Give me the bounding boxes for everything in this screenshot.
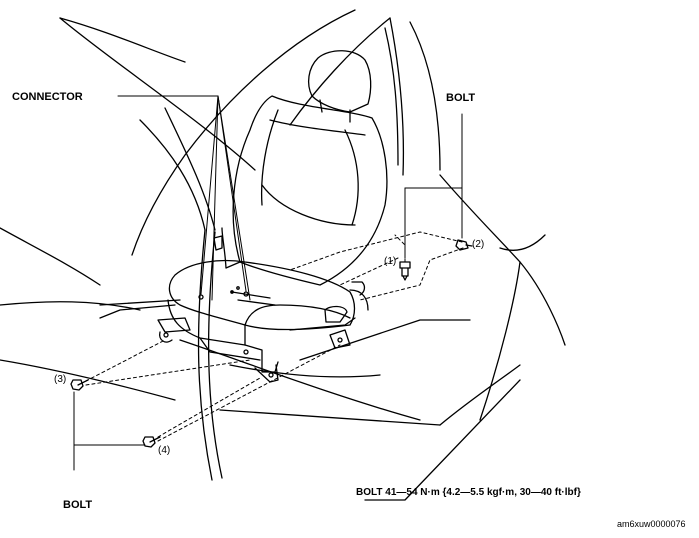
bolt-4	[142, 436, 161, 448]
seat-cushion	[167, 259, 369, 346]
bolt-label-bottom: BOLT	[63, 499, 93, 511]
seatback	[213, 95, 388, 286]
vehicle-body-outline	[0, 9, 566, 501]
torque-spec: BOLT 41—54 N·m {4.2—5.5 kgf·m, 30—40 ft·…	[356, 487, 581, 498]
callout-3: (3)	[54, 374, 67, 385]
connector-label: CONNECTOR	[12, 91, 83, 103]
leader-lines	[73, 95, 463, 471]
bolt-axis-lines	[85, 231, 464, 442]
bolt-label-top: BOLT	[446, 92, 476, 104]
figure-code: am6xuw0000076	[617, 519, 686, 529]
callout-2: (2)	[472, 239, 485, 250]
callout-1: (1)	[384, 256, 397, 267]
bolt-2	[455, 239, 473, 251]
seat-rails	[157, 317, 356, 383]
callout-4: (4)	[158, 445, 171, 456]
bolt-3	[70, 379, 89, 391]
bolt-1	[399, 261, 411, 281]
headrest	[307, 50, 372, 123]
